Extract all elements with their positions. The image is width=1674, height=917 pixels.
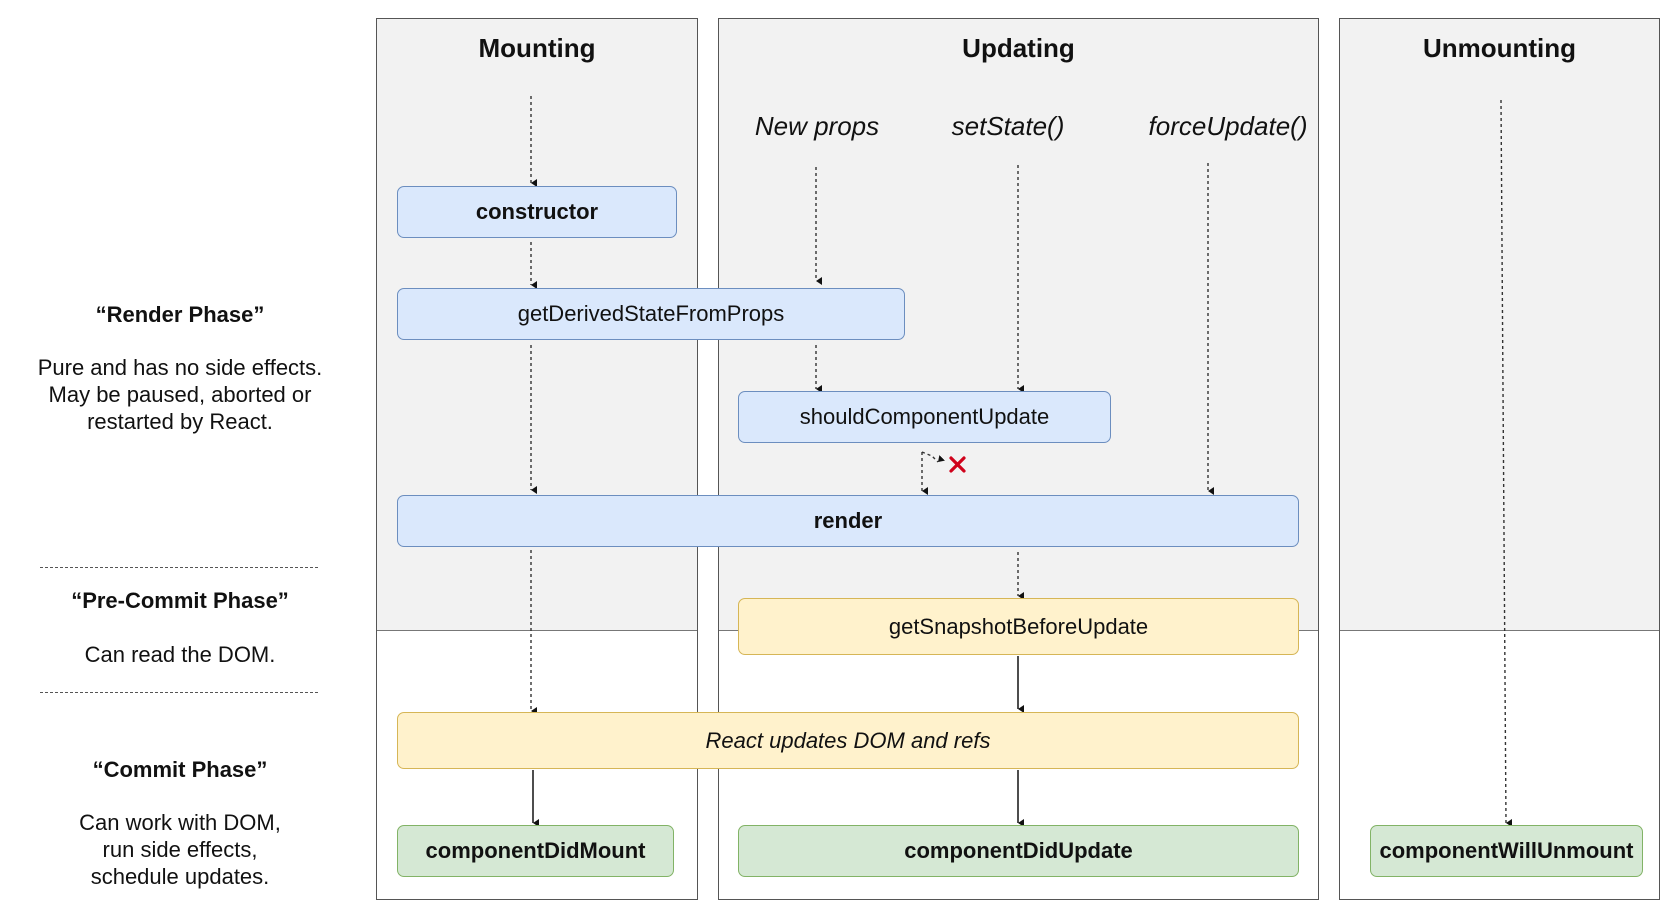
- unmounting-column: [1339, 18, 1660, 900]
- mounting-column-title: Mounting: [478, 33, 596, 63]
- get-snapshot-before-update-box: getSnapshotBeforeUpdate: [738, 598, 1299, 655]
- commit-phase-description: Can work with DOM, run side effects, sch…: [79, 810, 281, 889]
- updating-column-title: Updating: [962, 33, 1075, 63]
- phase-separator-2: [40, 692, 318, 693]
- component-did-update-box: componentDidUpdate: [738, 825, 1299, 877]
- constructor-box: constructor: [397, 186, 677, 238]
- component-will-unmount-box: componentWillUnmount: [1370, 825, 1643, 877]
- arrow-scu-cancel: [921, 451, 946, 463]
- pre-commit-phase-description: Can read the DOM.: [84, 642, 276, 667]
- pre-commit-phase-title: “Pre-Commit Phase”: [71, 588, 289, 613]
- render-box: render: [397, 495, 1299, 547]
- react-updates-dom-box: React updates DOM and refs: [397, 712, 1299, 769]
- render-phase-description: Pure and has no side effects. May be pau…: [37, 355, 323, 434]
- trigger-force-update: forceUpdate(): [1148, 111, 1308, 141]
- component-did-mount-box: componentDidMount: [397, 825, 674, 877]
- arrow-start-to-will-unmount: [1500, 99, 1513, 827]
- phase-separator-1: [40, 567, 318, 568]
- commit-phase-title: “Commit Phase”: [92, 757, 268, 782]
- trigger-new-props: New props: [754, 111, 880, 141]
- get-derived-state-from-props-box: getDerivedStateFromProps: [397, 288, 905, 340]
- should-component-update-box: shouldComponentUpdate: [738, 391, 1111, 443]
- unmounting-column-title: Unmounting: [1422, 33, 1577, 63]
- render-phase-title: “Render Phase”: [95, 302, 265, 327]
- cross-mark-icon: [949, 456, 966, 473]
- trigger-set-state: setState(): [951, 111, 1065, 141]
